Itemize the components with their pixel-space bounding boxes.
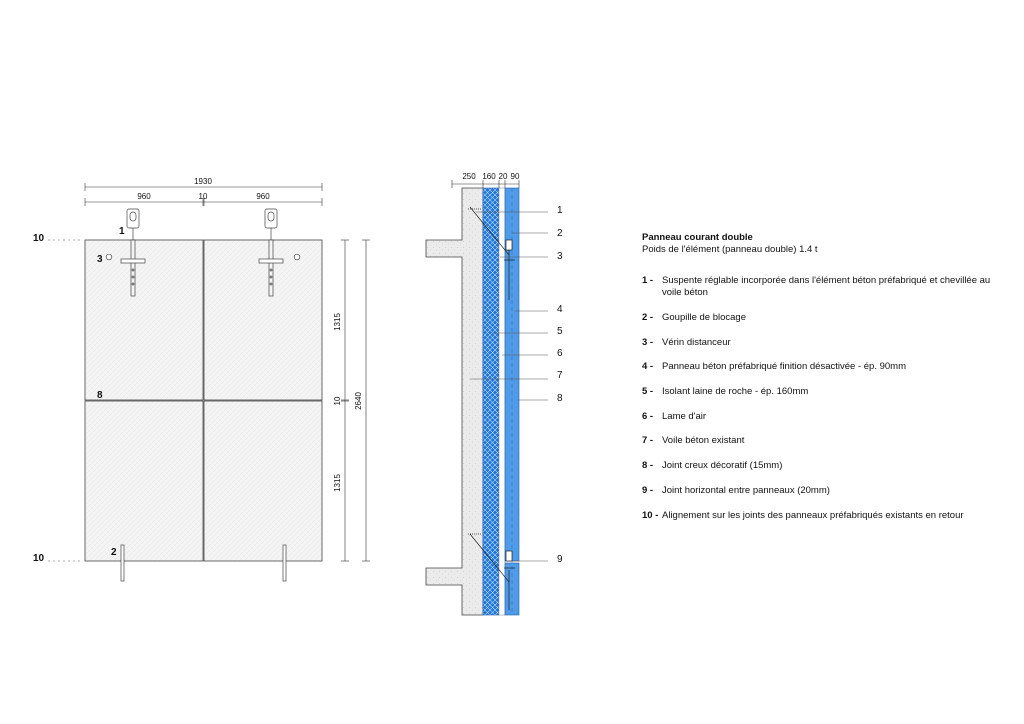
dim-gap: 10 <box>199 192 208 201</box>
section-dimension-line <box>451 180 520 188</box>
legend-item-number: 10 - <box>642 509 659 521</box>
section-callout-1: 1 <box>557 205 563 216</box>
panel-top-right <box>203 239 323 401</box>
legend-item-3: 3 - Vérin distanceur <box>642 337 1012 362</box>
legend-item-7: 7 - Voile béton existant <box>642 435 1012 460</box>
legend-list: 1 - Suspente réglable incorporée dans l'… <box>642 275 1012 534</box>
section-callout-7: 7 <box>557 370 563 381</box>
legend-item-1: 1 - Suspente réglable incorporée dans l'… <box>642 275 1012 312</box>
legend: Panneau courant double Poids de l'élémen… <box>642 232 1012 534</box>
legend-item-8: 8 - Joint creux décoratif (15mm) <box>642 460 1012 485</box>
legend-item-text: Panneau béton préfabriqué finition désac… <box>662 361 906 373</box>
dim-panel-height-top: 1315 <box>333 313 342 331</box>
dim-total-width-label: 1930 <box>194 177 212 186</box>
level-label-bottom: 10 <box>33 553 45 564</box>
legend-item-text: Joint creux décoratif (15mm) <box>662 460 783 472</box>
existing-concrete-wall <box>425 187 484 616</box>
legend-item-10: 10 - Alignement sur les joints des panne… <box>642 510 1012 535</box>
dim-panel-height-bottom: 1315 <box>333 474 342 492</box>
spacer-jack-right <box>293 253 301 261</box>
dim-joint: 10 <box>333 396 342 405</box>
legend-item-text: Joint horizontal entre panneaux (20mm) <box>662 484 830 496</box>
dim-panel-width-right: 960 <box>256 192 270 201</box>
air-gap <box>498 187 506 616</box>
section-callout-8: 8 <box>557 393 563 404</box>
panel-top-left <box>84 239 204 401</box>
legend-item-text: Lame d'air <box>662 410 707 422</box>
dimension-panel-heights <box>341 239 370 562</box>
legend-subtitle: Poids de l'élément (panneau double) 1.4 … <box>642 244 818 255</box>
section-hanger-bottom <box>468 533 515 610</box>
legend-item-text: Isolant laine de roche - ép. 160mm <box>662 386 809 398</box>
section-dim-wall: 250 <box>462 172 476 181</box>
level-label-top: 10 <box>33 233 45 244</box>
insulation-layer <box>482 187 500 616</box>
section-hanger-top <box>468 206 515 300</box>
legend-item-number: 2 - <box>642 312 654 323</box>
dim-total-height: 2640 <box>354 392 363 410</box>
section-dim-panel: 90 <box>511 172 520 181</box>
legend-item-number: 4 - <box>642 361 654 373</box>
legend-item-number: 7 - <box>642 435 654 447</box>
section-dim-insulation: 160 <box>482 172 496 181</box>
dim-panel-width-left: 960 <box>137 192 151 201</box>
legend-item-text: Alignement sur les joints des panneaux p… <box>662 509 964 521</box>
legend-item-number: 9 - <box>642 484 654 496</box>
dimension-panel-widths <box>84 198 323 206</box>
locking-pin-right <box>282 544 287 582</box>
legend-item-2: 2 - Goupille de blocage <box>642 312 1012 337</box>
legend-item-number: 3 - <box>642 336 654 348</box>
elevation-callout-1: 1 <box>119 226 125 237</box>
legend-item-5: 5 - Isolant laine de roche - ép. 160mm <box>642 386 1012 411</box>
legend-item-number: 6 - <box>642 410 654 422</box>
section-dim-air: 20 <box>499 172 508 181</box>
section-callout-6: 6 <box>557 348 563 359</box>
legend-item-text: Suspente réglable incorporée dans l'élém… <box>662 275 991 298</box>
spacer-jack-left <box>105 253 113 261</box>
legend-item-number: 5 - <box>642 386 654 398</box>
elevation-callout-3: 3 <box>97 254 103 265</box>
legend-title: Panneau courant double <box>642 232 753 243</box>
panel-bottom-left <box>84 400 204 562</box>
elevation-view: 1930 960 10 960 <box>33 177 370 582</box>
legend-item-6: 6 - Lame d'air <box>642 411 1012 436</box>
section-callout-3: 3 <box>557 251 563 262</box>
elevation-callout-2: 2 <box>111 547 117 558</box>
dimension-total-width <box>84 183 323 191</box>
legend-item-9: 9 - Joint horizontal entre panneaux (20m… <box>642 485 1012 510</box>
section-view: 250 160 20 90 <box>425 172 563 616</box>
legend-item-text: Goupille de blocage <box>662 312 746 323</box>
elevation-callout-8: 8 <box>97 390 103 401</box>
legend-item-text: Vérin distanceur <box>662 336 731 348</box>
hanger-right <box>258 208 284 297</box>
section-callout-5: 5 <box>557 326 563 337</box>
locking-pin-left <box>120 544 125 582</box>
panel-bottom-right <box>203 400 323 562</box>
legend-item-text: Voile béton existant <box>662 435 745 447</box>
section-callout-9: 9 <box>557 554 563 565</box>
section-leader-lines <box>470 211 548 562</box>
legend-item-number: 8 - <box>642 460 654 472</box>
legend-item-number: 1 - <box>642 275 654 286</box>
legend-item-4: 4 - Panneau béton préfabriqué finition d… <box>642 361 1012 386</box>
section-callout-2: 2 <box>557 228 563 239</box>
hanger-left <box>120 208 146 297</box>
section-callout-4: 4 <box>557 304 563 315</box>
